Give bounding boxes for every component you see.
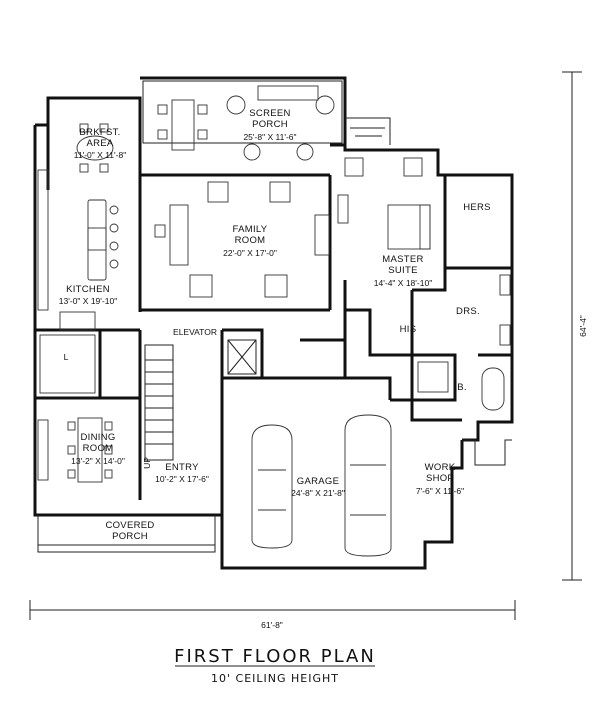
dimension-lines — [29, 71, 582, 620]
breakfast-table — [76, 123, 114, 173]
interior-walls — [35, 98, 512, 500]
dining-furniture — [37, 417, 113, 483]
work-shop-size: 7'-6" X 11'-6" — [416, 486, 464, 496]
workshop-bumpout — [462, 439, 512, 466]
screen-porch-furniture — [157, 85, 335, 161]
stair-up-label: UP — [142, 457, 152, 469]
entry-label: ENTRY — [165, 462, 199, 473]
exterior-walls — [33, 76, 514, 570]
master-suite-furniture — [337, 157, 511, 411]
garage-label: GARAGE — [297, 476, 339, 487]
family-room-size: 22'-0" X 17'-0" — [223, 248, 277, 258]
b-label: B. — [457, 382, 467, 393]
screen-porch-size: 25'-8" X 11'-6" — [243, 132, 296, 142]
garage-size: 24'-8" X 21'-8" — [291, 488, 345, 498]
kitchen-fixtures — [37, 169, 119, 394]
drawing-title: FIRST FLOOR PLAN — [174, 646, 376, 667]
family-room-furniture — [154, 181, 330, 298]
dimension-labels: 61'-8" 64'-4" — [261, 315, 588, 630]
elevator-label: ELEVATOR — [173, 327, 217, 337]
covered-porch-area — [37, 515, 216, 553]
l-mark-label: L — [64, 352, 69, 362]
drawing-title-block: FIRST FLOOR PLAN 10' CEILING HEIGHT — [174, 646, 376, 685]
hers-label: HERS — [463, 202, 491, 213]
overall-depth-dimension: 64'-4" — [578, 315, 588, 337]
garage-cars — [251, 414, 392, 557]
entry-size: 10'-2" X 17'-6" — [155, 474, 209, 484]
his-label: HIS — [400, 324, 417, 335]
master-suite-size: 14'-4" X 18'-10" — [374, 278, 432, 288]
kitchen-label: KITCHEN — [66, 284, 110, 295]
brkfst-area-label: BRKFST.AREA — [79, 127, 120, 149]
drs-label: DRS. — [456, 306, 480, 317]
dining-room-size: 13'-2" X 14'-0" — [71, 456, 125, 466]
drawing-subtitle: 10' CEILING HEIGHT — [211, 672, 339, 685]
kitchen-size: 13'-0" X 19'-10" — [59, 296, 117, 306]
overall-width-dimension: 61'-8" — [261, 620, 283, 630]
stair-and-elevator — [144, 339, 257, 461]
brkfst-area-size: 11'-0" X 11'-8" — [74, 150, 126, 160]
